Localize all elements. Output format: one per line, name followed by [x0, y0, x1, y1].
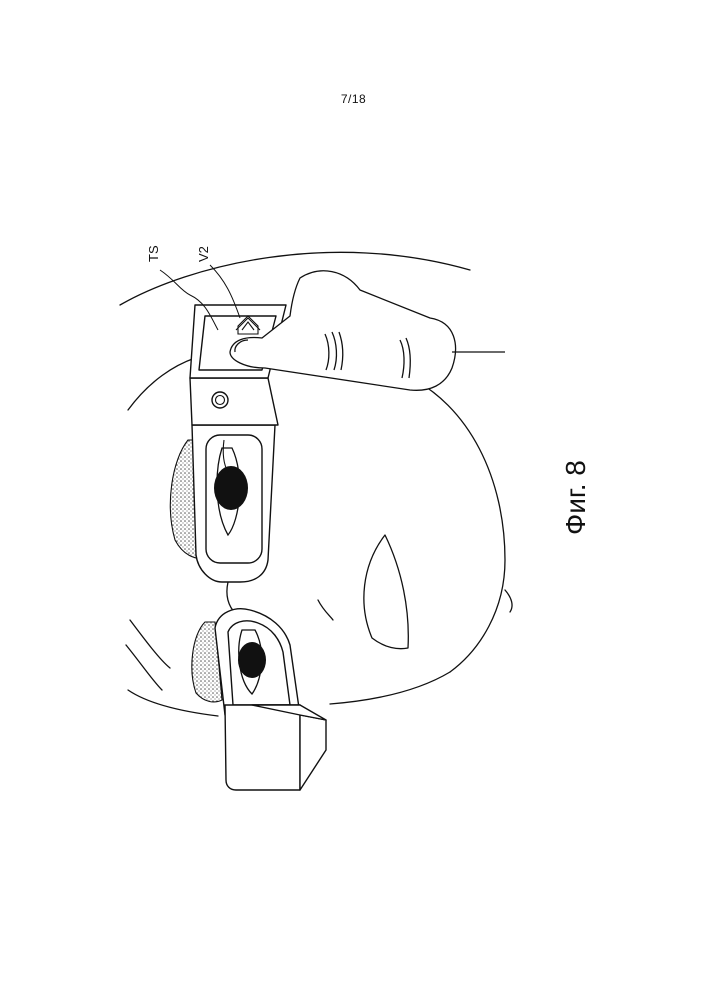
figure-caption: Фиг. 8	[560, 460, 591, 535]
nose-bridge	[318, 600, 333, 620]
mouth	[364, 535, 408, 649]
control-unit	[190, 378, 278, 425]
chin-line	[505, 590, 512, 612]
cheek-line	[330, 672, 450, 704]
hair-line	[128, 358, 195, 410]
hair-strand-2	[126, 645, 162, 690]
lower-control-unit	[225, 705, 300, 790]
hair-strand	[130, 620, 170, 668]
label-v2: V2	[196, 246, 211, 262]
face-contour	[405, 375, 505, 672]
label-ts: TS	[146, 245, 161, 262]
camera-icon	[212, 392, 228, 408]
lower-control-side	[300, 715, 326, 790]
